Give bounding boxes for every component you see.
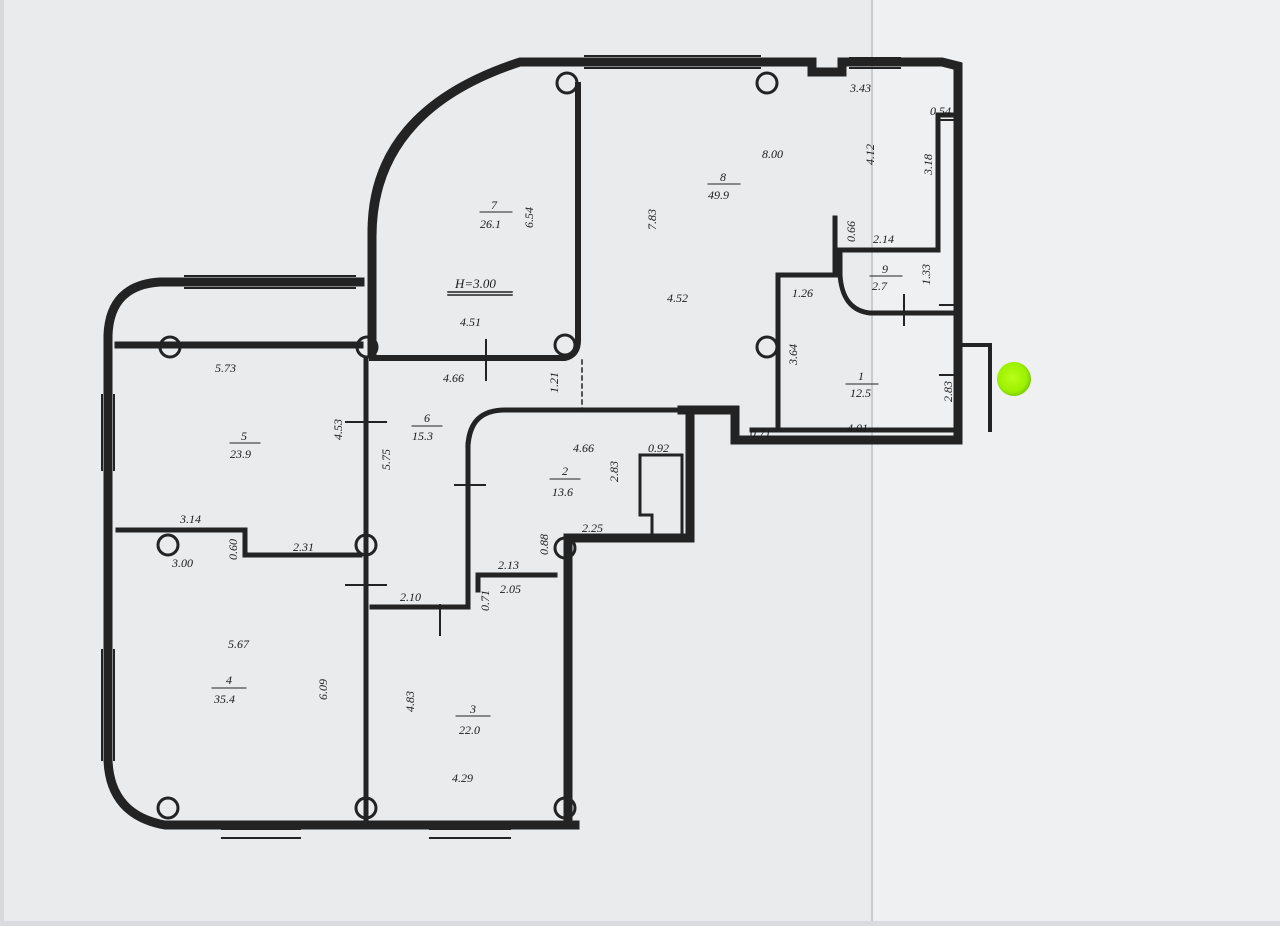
dim-label: 0.54 xyxy=(930,104,951,118)
room-1-number: 1 xyxy=(858,369,864,383)
dim-label: 2.25 xyxy=(582,521,603,535)
room-8-area: 49.9 xyxy=(708,188,729,202)
dim-label: 3.18 xyxy=(921,154,935,176)
room-8-number: 8 xyxy=(720,170,726,184)
room-4-number: 4 xyxy=(226,673,232,687)
height-label: H=3.00 xyxy=(454,276,496,291)
dim-label: 4.01 xyxy=(847,421,868,435)
dim-label: 2.14 xyxy=(873,232,894,246)
dim-label: 4.83 xyxy=(403,691,417,712)
dim-label: 5.75 xyxy=(379,449,393,470)
dimension-labels: 3.43 0.54 8.00 4.12 3.18 6.54 7.83 0.66 … xyxy=(171,81,955,785)
dim-label: 2.83 xyxy=(941,381,955,402)
dim-label: 5.67 xyxy=(228,637,250,651)
dim-label: 4.51 xyxy=(460,315,481,329)
walls xyxy=(101,55,992,839)
dim-label: 3.64 xyxy=(786,344,800,366)
dim-label: 1.21 xyxy=(547,372,561,393)
room-3-area: 22.0 xyxy=(459,723,480,737)
room-7-number: 7 xyxy=(491,198,498,212)
dim-label: 2.31 xyxy=(293,540,314,554)
room-3-number: 3 xyxy=(469,702,476,716)
room-4-area: 35.4 xyxy=(213,692,235,706)
dim-label: 3.00 xyxy=(171,556,193,570)
dim-label: 4.53 xyxy=(331,419,345,440)
room-5-number: 5 xyxy=(241,429,247,443)
dim-label: 0.92 xyxy=(648,441,669,455)
dim-label: 0.71 xyxy=(750,426,771,440)
dim-label: 3.43 xyxy=(849,81,871,95)
dim-label: 4.29 xyxy=(452,771,473,785)
dim-label: 3.14 xyxy=(179,512,201,526)
dim-label: 4.12 xyxy=(863,144,877,165)
paper-right xyxy=(872,0,1280,921)
room-1-area: 12.5 xyxy=(850,386,871,400)
dim-label: 7.83 xyxy=(645,209,659,230)
dim-label: 0.88 xyxy=(537,534,551,555)
room-6-area: 15.3 xyxy=(412,429,433,443)
dim-label: 6.54 xyxy=(522,207,536,228)
room-2-number: 2 xyxy=(562,464,568,478)
dim-label: 0.66 xyxy=(844,221,858,242)
room-labels: 1 12.5 2 13.6 3 22.0 4 35.4 5 23.9 6 15.… xyxy=(213,170,888,737)
room-7-area: 26.1 xyxy=(480,217,501,231)
dim-label: 1.33 xyxy=(919,264,933,285)
dim-label: 4.66 xyxy=(443,371,464,385)
room-9-area: 2.7 xyxy=(872,279,888,293)
dim-label: 2.83 xyxy=(607,461,621,482)
dim-label: 8.00 xyxy=(762,147,783,161)
dim-label: 0.71 xyxy=(478,590,492,611)
dim-label: 0.60 xyxy=(226,539,240,560)
dim-label: 2.10 xyxy=(400,590,421,604)
dim-label: 2.05 xyxy=(500,582,521,596)
cursor-highlight-dot xyxy=(997,362,1031,396)
dim-label: 2.13 xyxy=(498,558,519,572)
dim-label: 1.26 xyxy=(792,286,813,300)
room-5-area: 23.9 xyxy=(230,447,251,461)
room-9-number: 9 xyxy=(882,262,888,276)
room-2-area: 13.6 xyxy=(552,485,573,499)
dim-label: 4.52 xyxy=(667,291,688,305)
dim-label: 4.66 xyxy=(573,441,594,455)
room-6-number: 6 xyxy=(424,411,430,425)
dim-label: 6.09 xyxy=(316,679,330,700)
dim-label: 5.73 xyxy=(215,361,236,375)
paper-left xyxy=(4,0,872,921)
